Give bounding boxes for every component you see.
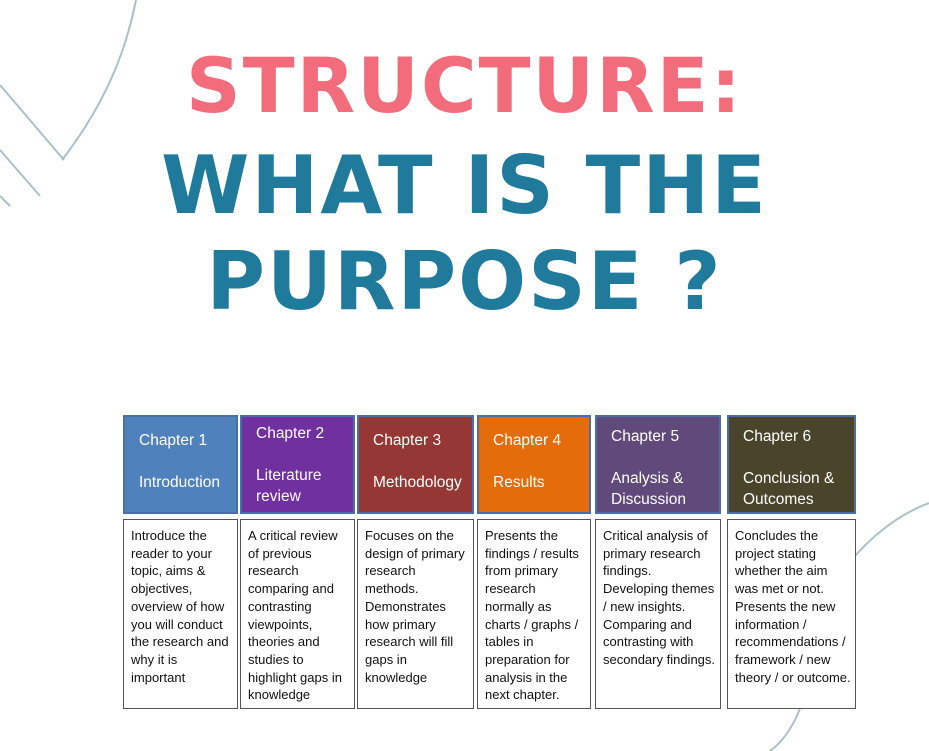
title-line-purpose: PURPOSE ? xyxy=(206,235,723,328)
chapter-6-number: Chapter 6 xyxy=(743,428,812,445)
chapter-1-description: Introduce the reader to your topic, aims… xyxy=(123,519,238,709)
title-line-what-is-the: WHAT IS THE xyxy=(161,139,768,232)
chapter-structure-table: Chapter 1 Introduction Introduce the rea… xyxy=(123,415,856,709)
chapter-2-header: Chapter 2 Literature review xyxy=(240,415,355,514)
chapter-5-number: Chapter 5 xyxy=(611,428,680,445)
chapter-6-description: Concludes the project stating whether th… xyxy=(727,519,856,709)
chapter-4-description: Presents the findings / results from pri… xyxy=(477,519,591,709)
title-line-structure: STRUCTURE: xyxy=(186,41,743,130)
chapter-4-number: Chapter 4 xyxy=(493,432,562,449)
chapter-3-name: Methodology xyxy=(373,474,462,491)
chapter-column-5: Chapter 5 Analysis & Discussion Critical… xyxy=(595,415,721,709)
chapter-5-header: Chapter 5 Analysis & Discussion xyxy=(595,415,721,514)
chapter-4-header: Chapter 4 Results xyxy=(477,415,591,514)
chapter-2-description: A critical review of previous research c… xyxy=(240,519,355,709)
chapter-5-name: Analysis & Discussion xyxy=(611,470,686,508)
chapter-1-number: Chapter 1 xyxy=(139,432,208,449)
chapter-3-description: Focuses on the design of primary researc… xyxy=(357,519,474,709)
chapter-column-3: Chapter 3 Methodology Focuses on the des… xyxy=(357,415,474,709)
chapter-5-description: Critical analysis of primary research fi… xyxy=(595,519,721,709)
chapter-4-name: Results xyxy=(493,474,545,491)
chapter-column-2: Chapter 2 Literature review A critical r… xyxy=(240,415,355,709)
chapter-2-number: Chapter 2 xyxy=(256,425,325,442)
chapter-column-4: Chapter 4 Results Presents the findings … xyxy=(477,415,591,709)
chapter-6-name: Conclusion & Outcomes xyxy=(743,470,835,508)
chapter-2-name: Literature review xyxy=(256,467,322,505)
chapter-3-header: Chapter 3 Methodology xyxy=(357,415,474,514)
chapter-column-6: Chapter 6 Conclusion & Outcomes Conclude… xyxy=(727,415,856,709)
chapter-6-header: Chapter 6 Conclusion & Outcomes xyxy=(727,415,856,514)
chapter-3-number: Chapter 3 xyxy=(373,432,442,449)
chapter-1-header: Chapter 1 Introduction xyxy=(123,415,238,514)
chapter-column-1: Chapter 1 Introduction Introduce the rea… xyxy=(123,415,238,709)
chapter-1-name: Introduction xyxy=(139,474,220,491)
